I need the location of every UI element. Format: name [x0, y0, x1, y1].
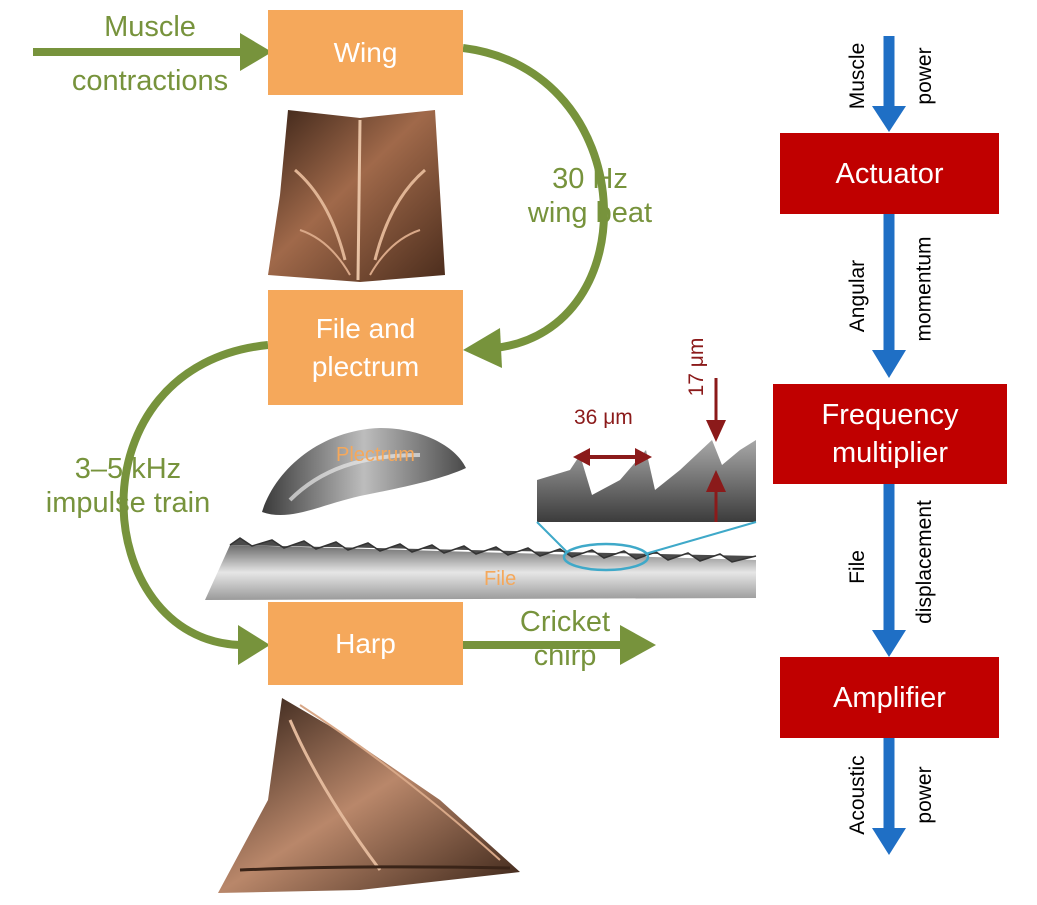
muscle-power-arrow — [872, 36, 906, 132]
file-displacement-label-2: displacement — [913, 500, 936, 624]
wing-photo — [268, 110, 445, 282]
acoustic-power-label-1: Acoustic — [846, 755, 869, 835]
muscle-contractions-label: Muscle contractions — [50, 10, 250, 98]
file-box-line-2: plectrum — [311, 350, 420, 382]
tooth-spacing-label: 36 μm — [574, 406, 633, 429]
muscle-power-label-2: power — [913, 47, 936, 105]
file-and-plectrum-box: File and plectrum — [268, 290, 463, 405]
wing-beat-arrow — [462, 44, 608, 368]
zoom-connector — [536, 521, 757, 572]
impulse-train-label: 3–5 kHz impulse train — [28, 452, 228, 520]
amplifier-label: Amplifier — [833, 681, 946, 714]
actuator-label: Actuator — [835, 157, 944, 190]
tooth-spacing-dimension — [573, 448, 652, 466]
muscle-power-label-1: Muscle — [846, 42, 869, 110]
cricket-chirp-label: Cricket chirp — [490, 605, 640, 673]
harp-box-label: Harp — [335, 627, 396, 659]
frequency-multiplier-line-1: Frequency — [821, 399, 959, 431]
file-micrograph — [205, 537, 757, 600]
wing-beat-label: 30 Hz wing beat — [505, 162, 675, 230]
wing-beat-line-2: wing beat — [527, 197, 653, 229]
impulse-train-arrow — [119, 341, 270, 665]
muscle-input-arrow — [33, 33, 272, 71]
muscle-contractions-line-2: contractions — [71, 65, 229, 97]
frequency-multiplier-box: Frequency multiplier — [773, 384, 1007, 484]
impulse-train-line-1: 3–5 kHz — [74, 453, 182, 485]
file-tag: File — [484, 568, 517, 590]
acoustic-power-arrow — [872, 738, 906, 855]
file-displacement-arrow — [872, 484, 906, 657]
file-displacement-label-1: File — [846, 550, 869, 584]
plectrum-tag: Plectrum — [336, 444, 415, 466]
cricket-chirp-line-1: Cricket — [519, 606, 611, 638]
chirp-output-arrow — [463, 625, 656, 665]
wing-beat-line-1: 30 Hz — [552, 163, 628, 195]
wing-box: Wing — [268, 10, 463, 95]
plectrum-micrograph — [262, 428, 466, 516]
impulse-train-line-2: impulse train — [45, 487, 211, 519]
acoustic-power-label-2: power — [913, 766, 936, 824]
angular-momentum-label-2: momentum — [912, 236, 936, 342]
teeth-zoom-micrograph — [537, 440, 756, 522]
wing-box-label: Wing — [333, 36, 398, 68]
harp-photo — [218, 698, 520, 893]
actuator-box: Actuator — [780, 133, 999, 214]
harp-box: Harp — [268, 602, 463, 685]
cricket-chirp-line-2: chirp — [533, 640, 597, 672]
angular-momentum-label-1: Angular — [846, 259, 869, 333]
tooth-height-label: 17 μm — [685, 337, 708, 397]
amplifier-box: Amplifier — [780, 657, 999, 738]
tooth-height-dimension — [706, 378, 726, 522]
frequency-multiplier-line-2: multiplier — [831, 437, 949, 469]
muscle-contractions-line-1: Muscle — [104, 11, 196, 43]
angular-momentum-arrow — [872, 214, 906, 378]
file-box-line-1: File and — [315, 312, 416, 344]
